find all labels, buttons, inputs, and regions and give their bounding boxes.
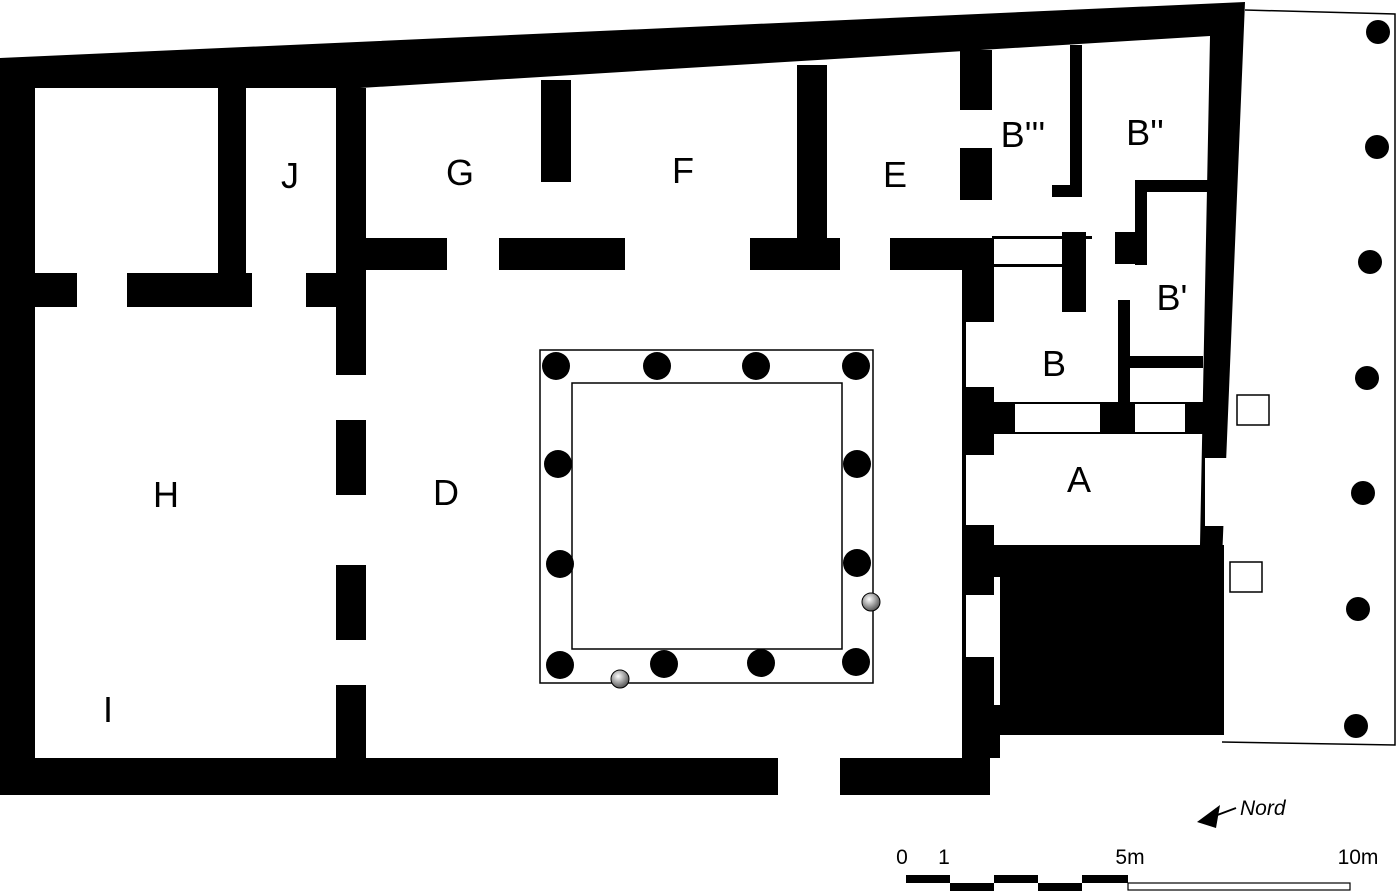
- scale-segment: [950, 883, 994, 891]
- wall-b-stub: [1062, 232, 1086, 312]
- door-b-a-1: [1015, 404, 1100, 432]
- peristyle-column: [843, 549, 871, 577]
- door-h-d-2: [336, 495, 368, 565]
- room-label-b2: B'': [1126, 112, 1164, 153]
- room-label-b3: B''': [1001, 114, 1046, 155]
- corridor-line-1: [992, 236, 1092, 239]
- room-label-b: B: [1042, 343, 1066, 384]
- scale-bar: 0 1 5m 10m: [896, 846, 1378, 891]
- north-arrow-icon: [1197, 805, 1220, 828]
- room-label-f: F: [672, 150, 694, 191]
- room-label-g: G: [446, 152, 474, 193]
- portico-column: [1366, 20, 1390, 44]
- door-d-a: [966, 455, 994, 525]
- scale-segment: [1082, 875, 1128, 883]
- portico-pier: [1236, 394, 1270, 426]
- door-d-e: [840, 238, 890, 273]
- north-label: Nord: [1240, 797, 1287, 820]
- room-label-e: E: [883, 154, 907, 195]
- portico-column: [1355, 366, 1379, 390]
- room-label-b1: B': [1157, 277, 1188, 318]
- scale-label-1: 1: [938, 846, 950, 869]
- scale-segment-open: [1127, 882, 1351, 891]
- wall-e-b3-top: [960, 50, 992, 110]
- wall-b3-b2-foot: [1052, 185, 1082, 197]
- portico-column: [1358, 250, 1382, 274]
- door-d-b: [966, 322, 994, 387]
- wall-b1-b: [1118, 300, 1130, 410]
- wall-hj-1: [35, 273, 77, 307]
- scale-segment: [994, 875, 1038, 883]
- corridor-line-2: [992, 264, 1067, 267]
- portico-column: [1365, 135, 1389, 159]
- wall-j-left: [218, 88, 246, 278]
- door-d-c: [966, 595, 994, 657]
- door-d-bottom: [778, 755, 840, 795]
- peristyle-outer: [539, 349, 874, 684]
- door-b-a-2: [1135, 404, 1185, 432]
- basin-marker: [861, 592, 881, 612]
- peristyle-column: [546, 550, 574, 578]
- portico-columns: [1344, 20, 1390, 738]
- peristyle-column: [742, 352, 770, 380]
- door-d-f: [625, 238, 750, 270]
- peristyle-inner: [571, 382, 843, 650]
- portico-column: [1346, 597, 1370, 621]
- room-label-d: D: [433, 472, 459, 513]
- scale-label-10m: 10m: [1338, 846, 1379, 869]
- door-h-d-1: [336, 375, 368, 420]
- peristyle-column: [643, 352, 671, 380]
- wall-c-east: [1188, 545, 1224, 735]
- wall-b1-bottom: [1118, 356, 1203, 368]
- basin-marker: [610, 669, 630, 689]
- door-d-g: [447, 238, 499, 273]
- wall-hj-2: [127, 273, 252, 307]
- peristyle-column: [842, 352, 870, 380]
- portico-column: [1344, 714, 1368, 738]
- wall-b2-stub: [1115, 232, 1145, 264]
- peristyle-columns: [542, 352, 871, 679]
- portico-outline: [1221, 9, 1396, 746]
- scale-label-5m: 5m: [1115, 846, 1144, 869]
- wall-f-e: [797, 65, 827, 245]
- peristyle-column: [542, 352, 570, 380]
- wall-g-f: [541, 80, 571, 182]
- room-label-h: H: [153, 474, 179, 515]
- peristyle-column: [650, 650, 678, 678]
- peristyle-column: [747, 649, 775, 677]
- portico-pier: [1229, 561, 1263, 593]
- wall-b3-b2: [1070, 45, 1082, 195]
- scale-segment: [1038, 883, 1082, 891]
- wall-hj-3: [306, 273, 336, 307]
- portico-column: [1351, 481, 1375, 505]
- room-label-c: C: [1068, 617, 1094, 658]
- wall-e-b3-mid: [960, 148, 992, 200]
- room-label-a: A: [1067, 459, 1091, 500]
- outer-walls: [0, 2, 1245, 795]
- wall-a-c-1: [994, 545, 1046, 577]
- peristyle-column: [843, 450, 871, 478]
- wall-b2-lower-h: [1135, 180, 1210, 192]
- scale-label-0: 0: [896, 846, 908, 869]
- peristyle-column: [546, 651, 574, 679]
- room-label-i: I: [103, 689, 113, 730]
- room-label-j: J: [281, 155, 299, 196]
- door-h-d-3: [336, 640, 368, 685]
- peristyle-column: [544, 450, 572, 478]
- north-arrow: Nord: [1197, 797, 1287, 828]
- peristyle-column: [842, 648, 870, 676]
- scale-segment: [906, 875, 950, 883]
- door-a-east: [1205, 458, 1227, 526]
